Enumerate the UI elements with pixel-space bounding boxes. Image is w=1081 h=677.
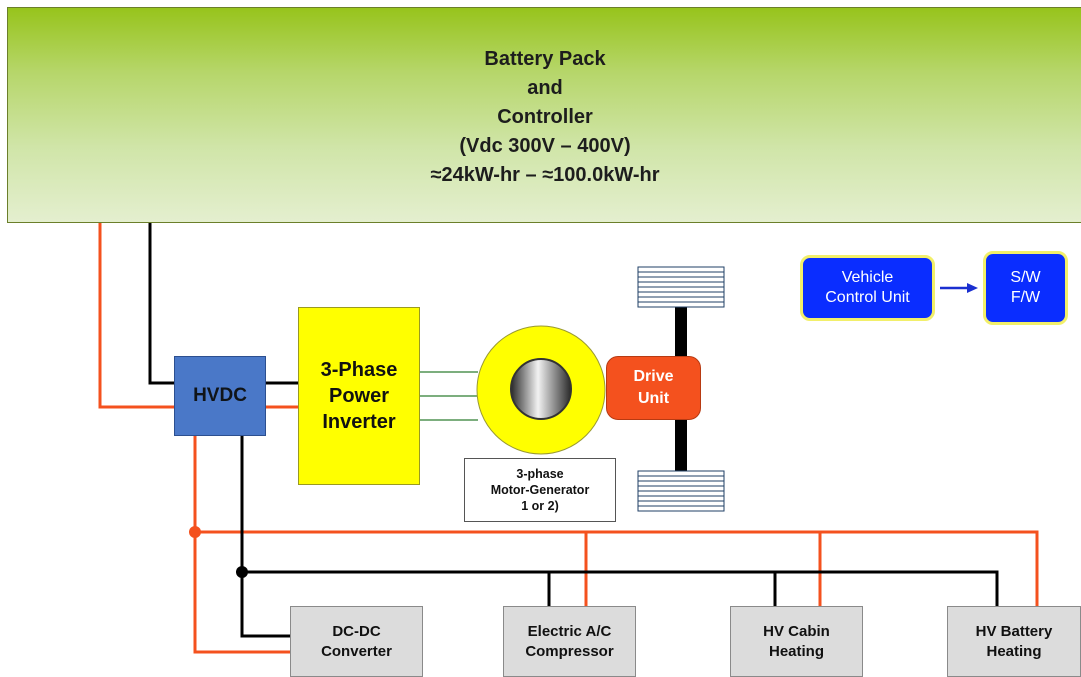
dcdc-negative-wire: [240, 572, 290, 638]
sw-fw-box: S/W F/W: [983, 251, 1068, 325]
vcu-line1: Vehicle: [841, 269, 894, 286]
positive-bus-wire: [195, 530, 1039, 606]
battery-heating-line2: Heating: [986, 642, 1042, 660]
wheel-top: [637, 266, 725, 308]
negative-wires: [148, 223, 999, 638]
cabin-line2: Heating: [768, 642, 824, 660]
motor-generator-label: 3-phase Motor-Generator 1 or 2): [464, 458, 616, 522]
inverter-line2: Power: [328, 385, 390, 407]
battery-heating-line1: HV Battery: [975, 622, 1053, 640]
battery-positive-wire: [98, 223, 174, 409]
phase-wires: [420, 371, 478, 421]
inverter-line3: Inverter: [322, 411, 396, 433]
drive-unit-box: Drive Unit: [606, 356, 701, 420]
motor-generator-rotor: [510, 358, 572, 420]
positive-junction-dot: [189, 526, 201, 538]
battery-negative-wire: [148, 223, 174, 385]
vehicle-control-unit-box: Vehicle Control Unit: [800, 255, 935, 321]
hvdc-label: HVDC: [193, 385, 247, 406]
motor-label-line3: 1 or 2): [521, 499, 559, 513]
battery-pack-and: and: [527, 76, 563, 99]
hv-battery-heating-box: HV Battery Heating: [947, 606, 1081, 677]
ac-line2: Compressor: [525, 642, 614, 660]
battery-pack-capacity: ≈24kW-hr – ≈100.0kW-hr: [430, 163, 660, 186]
positive-wires: [98, 223, 1039, 654]
hvdc-box: HVDC: [174, 356, 266, 436]
motor-label-line2: Motor-Generator: [490, 483, 590, 497]
swfw-line1: S/W: [1010, 269, 1041, 286]
battery-pack-controller-label: Controller: [497, 105, 593, 128]
dcdc-line2: Converter: [321, 642, 392, 660]
hv-cabin-heating-box: HV Cabin Heating: [730, 606, 863, 677]
dcdc-converter-box: DC-DC Converter: [290, 606, 423, 677]
inverter-line1: 3-Phase: [320, 359, 398, 381]
electric-ac-compressor-box: Electric A/C Compressor: [503, 606, 636, 677]
battery-pack-title: Battery Pack: [484, 47, 606, 70]
battery-pack-controller: Battery Pack and Controller (Vdc 300V – …: [7, 7, 1081, 223]
arrow-head: [967, 283, 978, 293]
drive-unit-line1: Drive: [633, 368, 674, 385]
wheel-bottom: [637, 470, 725, 512]
swfw-line2: F/W: [1010, 289, 1041, 306]
negative-junction-dot: [236, 566, 248, 578]
dcdc-positive-wire: [193, 532, 290, 654]
negative-bus-wire: [242, 570, 999, 606]
battery-pack-voltage: (Vdc 300V – 400V): [459, 134, 631, 157]
drive-unit-line2: Unit: [637, 390, 670, 407]
ac-line1: Electric A/C: [527, 622, 612, 640]
motor-label-line1: 3-phase: [516, 467, 564, 481]
dcdc-line1: DC-DC: [332, 622, 381, 640]
power-inverter-box: 3-Phase Power Inverter: [298, 307, 420, 485]
vcu-line2: Control Unit: [825, 289, 910, 306]
cabin-line1: HV Cabin: [763, 622, 830, 640]
